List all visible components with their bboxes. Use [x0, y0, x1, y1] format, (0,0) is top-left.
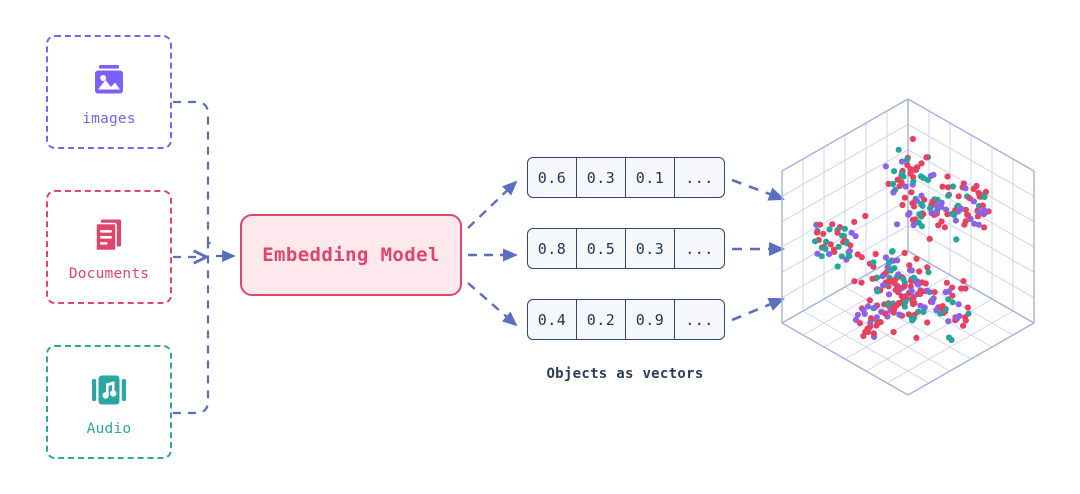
vector-cell: 0.1: [626, 158, 675, 197]
vector-cell: 0.3: [577, 158, 626, 197]
documents-icon: [86, 212, 132, 258]
vector-cell: 0.4: [528, 300, 577, 339]
embedding-model-label: Embedding Model: [262, 244, 440, 266]
source-card-documents[interactable]: Documents: [46, 190, 172, 304]
vector-cell: 0.2: [577, 300, 626, 339]
vector-row: 0.4 0.2 0.9 ...: [527, 299, 725, 340]
vector-cell-ellipsis: ...: [685, 239, 714, 258]
vector-cell: 0.3: [626, 229, 675, 268]
music-note-icon: [86, 367, 132, 413]
vector-cell-ellipsis: ...: [685, 310, 714, 329]
vector-cell: 0.9: [626, 300, 675, 339]
vector-cell: 0.8: [528, 229, 577, 268]
wire-model-to-vector-1: [467, 180, 518, 229]
source-card-images[interactable]: images: [46, 35, 172, 149]
vector-cell: 0.6: [528, 158, 577, 197]
vector-row: 0.8 0.5 0.3 ...: [527, 228, 725, 269]
wire-images-to-bus: [173, 100, 211, 245]
image-icon: [86, 57, 132, 103]
vector-cell-ellipsis: ...: [685, 168, 714, 187]
vector-row: 0.6 0.3 0.1 ...: [527, 157, 725, 198]
wire-audio-to-bus: [173, 241, 211, 415]
source-card-label: Audio: [86, 421, 132, 438]
source-card-label: Documents: [68, 266, 150, 283]
vector-cell: 0.5: [577, 229, 626, 268]
vectors-caption: Objects as vectors: [546, 366, 704, 382]
vector-space-cube: [781, 98, 1035, 396]
source-card-audio[interactable]: Audio: [46, 345, 172, 459]
source-card-label: images: [82, 111, 136, 128]
cube-points: [812, 135, 992, 344]
embedding-model-box[interactable]: Embedding Model: [240, 214, 462, 296]
wire-model-to-vector-3: [467, 282, 518, 327]
